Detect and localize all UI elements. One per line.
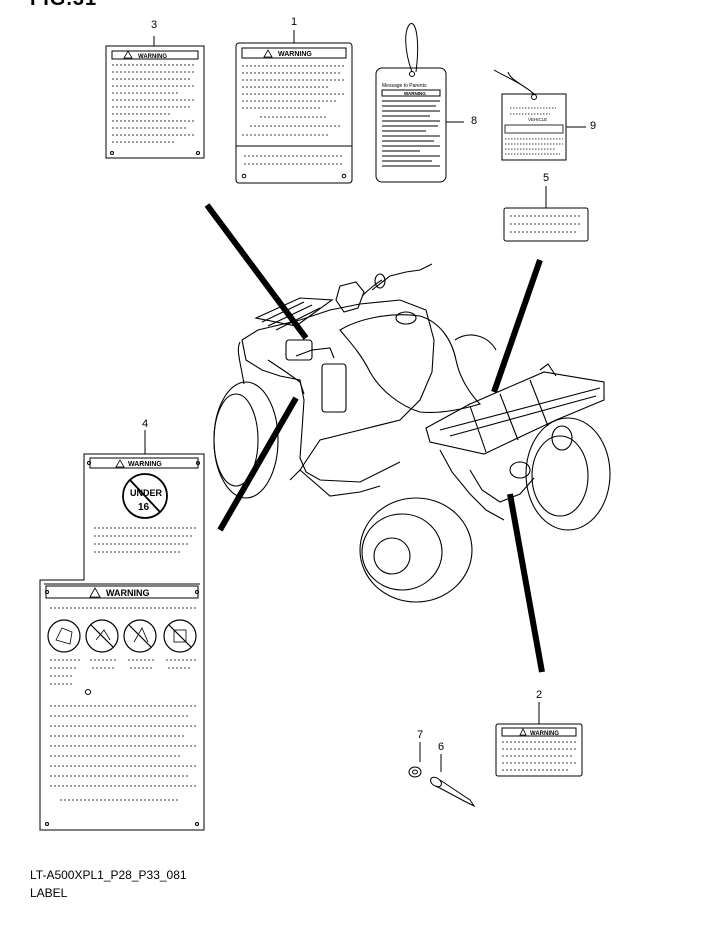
label4-warning-text: WARNING bbox=[128, 461, 162, 468]
figure-caption: LABEL bbox=[30, 886, 68, 900]
age-text: 16 bbox=[138, 502, 150, 513]
warning-label-2[interactable]: WARNING bbox=[495, 723, 583, 777]
warning-label-1[interactable]: WARNING bbox=[235, 42, 353, 184]
figure-title: FIG.31 bbox=[30, 0, 97, 11]
callout-8: 8 bbox=[471, 115, 478, 127]
small-label-5[interactable] bbox=[503, 186, 589, 242]
label3-warning-text: WARNING bbox=[138, 54, 167, 60]
callout-3: 3 bbox=[151, 19, 158, 31]
washer-part-7[interactable] bbox=[408, 742, 422, 778]
callout-4: 4 bbox=[142, 418, 149, 430]
atv-illustration bbox=[213, 263, 611, 603]
callout-2: 2 bbox=[536, 689, 543, 701]
label9-text: VEHICLE bbox=[528, 117, 547, 122]
callout-5: 5 bbox=[543, 172, 550, 184]
large-warning-label-4[interactable]: WARNING UNDER 16 WARNING bbox=[39, 453, 205, 831]
parent-tag-label-8[interactable]: Message to Parents WARNING bbox=[375, 23, 464, 183]
callout-1: 1 bbox=[291, 16, 298, 28]
callout-6: 6 bbox=[438, 741, 445, 753]
callout-7: 7 bbox=[417, 729, 424, 741]
warning-label-3[interactable]: WARNING bbox=[105, 45, 205, 159]
vehicle-label-9[interactable]: VEHICLE bbox=[493, 69, 586, 161]
label4-lower-warning-text: WARNING bbox=[106, 588, 150, 598]
tag-header-text: Message to Parents bbox=[382, 83, 427, 89]
rivet-part-6[interactable] bbox=[429, 754, 476, 808]
under-text: UNDER bbox=[130, 488, 163, 498]
tag-warning-text: WARNING bbox=[404, 91, 426, 96]
label1-warning-text: WARNING bbox=[278, 51, 312, 58]
callout-9: 9 bbox=[590, 120, 597, 132]
label2-warning-text: WARNING bbox=[530, 731, 559, 737]
figure-code: LT-A500XPL1_P28_P33_081 bbox=[30, 868, 187, 882]
